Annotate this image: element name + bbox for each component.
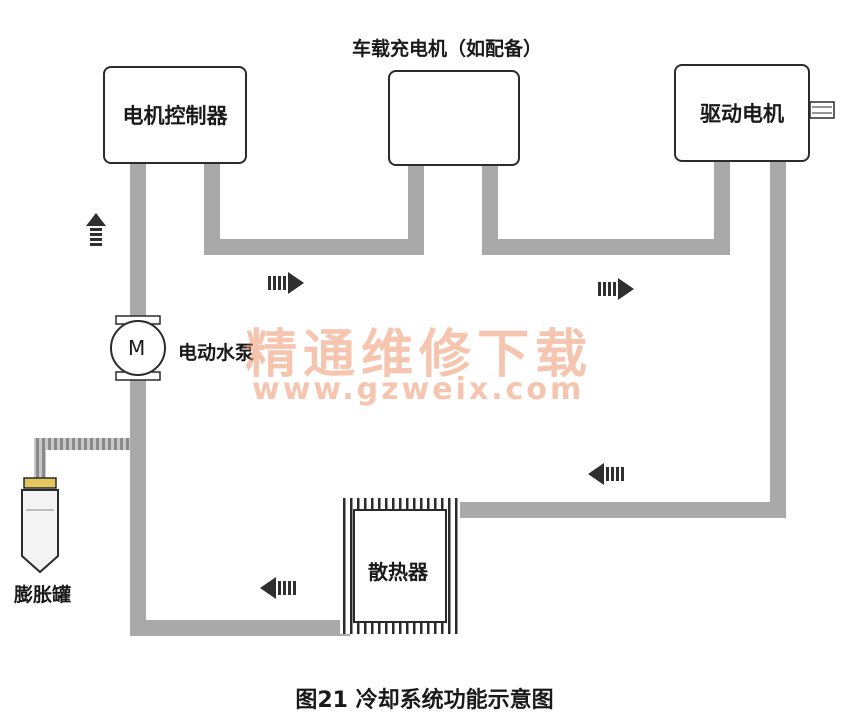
expansion-hose bbox=[34, 438, 130, 482]
radiator-label: 散热器 bbox=[368, 560, 428, 584]
water-pump-label: 电动水泵 bbox=[178, 342, 255, 364]
pipe-motor-radiator bbox=[452, 160, 786, 518]
water-pump-icon bbox=[110, 315, 166, 381]
expansion-tank-icon bbox=[21, 477, 59, 574]
figure-caption: 图21 冷却系统功能示意图 bbox=[295, 688, 554, 713]
arrow-right-icon bbox=[268, 272, 304, 294]
arrow-left-icon bbox=[260, 577, 296, 599]
pipe-charger-motor bbox=[482, 160, 730, 255]
expansion-tank-label: 膨胀罐 bbox=[14, 584, 72, 606]
watermark-text: 精通维修下载 bbox=[245, 324, 594, 385]
arrow-left-icon bbox=[588, 463, 624, 485]
onboard-charger-label: 车载充电机（如配备） bbox=[352, 38, 543, 60]
pipe-controller-charger bbox=[204, 160, 424, 255]
onboard-charger-box bbox=[388, 70, 520, 166]
drive-motor-label: 驱动电机 bbox=[700, 102, 784, 126]
flow-arrows bbox=[86, 213, 634, 599]
motor-controller-box: 电机控制器 bbox=[103, 66, 247, 164]
arrow-up-icon bbox=[86, 213, 106, 246]
arrow-right-icon bbox=[598, 278, 634, 300]
radiator-icon bbox=[340, 498, 460, 634]
pump-symbol: M bbox=[128, 336, 146, 360]
drive-motor-box: 驱动电机 bbox=[674, 64, 810, 162]
motor-controller-label: 电机控制器 bbox=[122, 104, 228, 128]
motor-shaft-icon bbox=[809, 101, 835, 119]
watermark-url: www.gzweix.com bbox=[252, 372, 585, 407]
